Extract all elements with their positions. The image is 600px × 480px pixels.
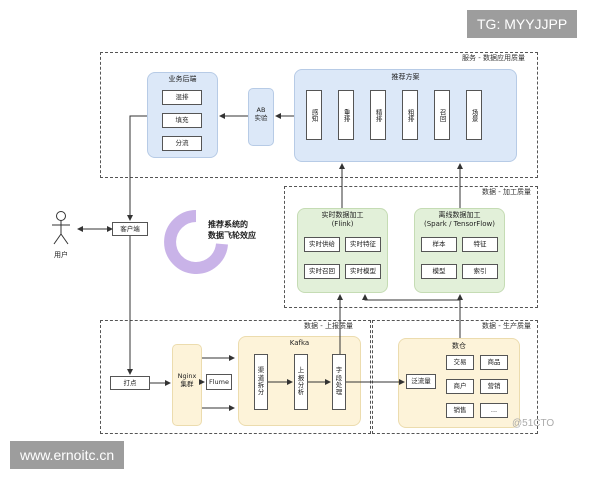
kafka-item: 上 报 分 析 [294, 354, 308, 410]
recommend-item: 粗排 [402, 90, 418, 140]
recommend-item: 精排 [370, 90, 386, 140]
nginx-label: Nginx 集群 [177, 372, 197, 389]
warehouse-item: 交易 [446, 355, 474, 370]
offline-item: 索引 [462, 264, 498, 279]
warehouse-item: ... [480, 403, 508, 418]
realtime-item: 实时供给 [304, 237, 340, 252]
zone-processing-label: 数据 - 加工质量 [482, 188, 531, 196]
offline-item: 模型 [421, 264, 457, 279]
user-label: 用户 [54, 251, 68, 259]
watermark-logo: @51CTO [512, 418, 555, 429]
zone-upload-label: 数据 - 上报质量 [304, 322, 353, 330]
business-item: 混排 [162, 90, 202, 105]
realtime-title: 实时数据加工 (Flink) [321, 211, 364, 229]
offline-title: 离线数据加工 (Spark / TensorFlow) [424, 211, 495, 229]
realtime-item: 实时召回 [304, 264, 340, 279]
zone-processing [284, 186, 538, 308]
recommend-title: 推荐方案 [391, 73, 420, 81]
zone-upload [100, 320, 371, 434]
recommend-item: 场景 [466, 90, 482, 140]
offline-item: 样本 [421, 237, 457, 252]
watermark-bottom: www.ernoitc.cn [10, 441, 125, 469]
ab-test-label: AB 实验 [254, 106, 268, 123]
user-icon [52, 211, 70, 245]
recommend-item: 感知 [306, 90, 322, 140]
business-backend-title: 业务后端 [168, 75, 197, 83]
warehouse-item: 营销 [480, 379, 508, 394]
kafka-item: 渠 道 拆 分 [254, 354, 268, 410]
nginx-panel [172, 344, 202, 426]
flume-box: Flume [206, 374, 232, 390]
zone-service-label: 服务 - 数据应用质量 [462, 54, 525, 62]
warehouse-item: 销售 [446, 403, 474, 418]
dot-box: 打点 [110, 376, 150, 390]
recommend-item: 召回 [434, 90, 450, 140]
zone-production-label: 数据 - 生产质量 [482, 322, 531, 330]
realtime-item: 实时特征 [345, 237, 381, 252]
flywheel-title: 推荐系统的 数据飞轮效应 [208, 220, 256, 240]
kafka-title: Kafka [289, 339, 310, 347]
business-item: 填充 [162, 113, 202, 128]
zone-production [372, 320, 538, 434]
traffic-box: 泛流量 [406, 374, 436, 389]
realtime-item: 实时模型 [345, 264, 381, 279]
zone-service [100, 52, 538, 178]
data-flywheel-icon [164, 210, 228, 274]
client-box: 客户端 [112, 222, 148, 236]
ab-test-box [248, 88, 274, 146]
watermark-top: TG: MYYJJPP [467, 10, 578, 38]
recommend-item: 重排 [338, 90, 354, 140]
warehouse-item: 商户 [446, 379, 474, 394]
kafka-item: 字 段 处 理 [332, 354, 346, 410]
warehouse-title: 数仓 [452, 342, 466, 350]
business-item: 分流 [162, 136, 202, 151]
warehouse-item: 商品 [480, 355, 508, 370]
offline-item: 特征 [462, 237, 498, 252]
